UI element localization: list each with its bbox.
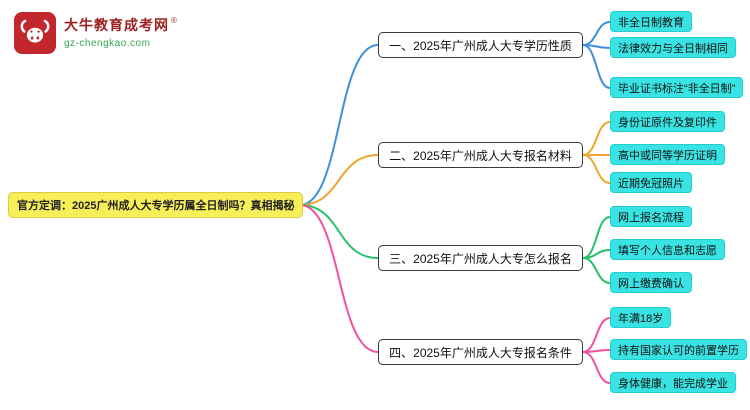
edge-root-branch4 [299,204,379,353]
edge-branch3-child1 [582,216,611,259]
logo-text-block: 大牛教育成考网® gz-chengkao.com [64,16,177,51]
edge-branch4-child1 [582,317,611,353]
edge-root-branch2 [299,154,379,206]
leaf-node: 填写个人信息和志愿 [610,239,725,260]
edge-branch4-child3 [582,351,611,384]
bull-icon [14,12,56,54]
leaf-node: 身体健康，能完成学业 [610,372,736,393]
edge-branch1-child1 [582,21,611,46]
leaf-node: 持有国家认可的前置学历 [610,339,747,360]
leaf-node: 高中或同等学历证明 [610,144,725,165]
logo-title: 大牛教育成考网® [64,16,177,36]
site-logo: 大牛教育成考网® gz-chengkao.com [14,12,177,54]
edge-branch3-child3 [582,257,611,284]
edge-branch3-child2 [582,249,611,259]
branch-node-2: 二、2025年广州成人大专报名材料 [378,142,583,168]
logo-title-text: 大牛教育成考网 [64,16,169,33]
leaf-node: 年满18岁 [610,307,672,328]
leaf-node: 非全日制教育 [610,11,692,32]
edge-branch1-child3 [582,44,611,89]
registered-trademark-icon: ® [171,16,177,26]
leaf-node: 法律效力与全日制相同 [610,37,736,58]
logo-domain: gz-chengkao.com [64,37,151,49]
root-topic-node: 官方定调：2025广州成人大专学历属全日制吗？真相揭秘 [8,192,304,218]
leaf-node: 近期免冠照片 [610,172,692,193]
branch-node-1: 一、2025年广州成人大专学历性质 [378,32,583,58]
leaf-node: 身份证原件及复印件 [610,111,725,132]
leaf-node: 网上报名流程 [610,206,692,227]
edge-branch2-child3 [582,154,611,184]
branch-node-3: 三、2025年广州成人大专怎么报名 [378,245,583,271]
bull-icon-graphic [20,19,50,43]
leaf-node: 网上缴费确认 [610,272,692,293]
branch-node-4: 四、2025年广州成人大专报名条件 [378,339,583,365]
edge-branch2-child1 [582,121,611,156]
edge-root-branch1 [299,44,379,206]
leaf-node: 毕业证书标注“非全日制” [610,77,744,98]
edge-root-branch3 [299,204,379,259]
